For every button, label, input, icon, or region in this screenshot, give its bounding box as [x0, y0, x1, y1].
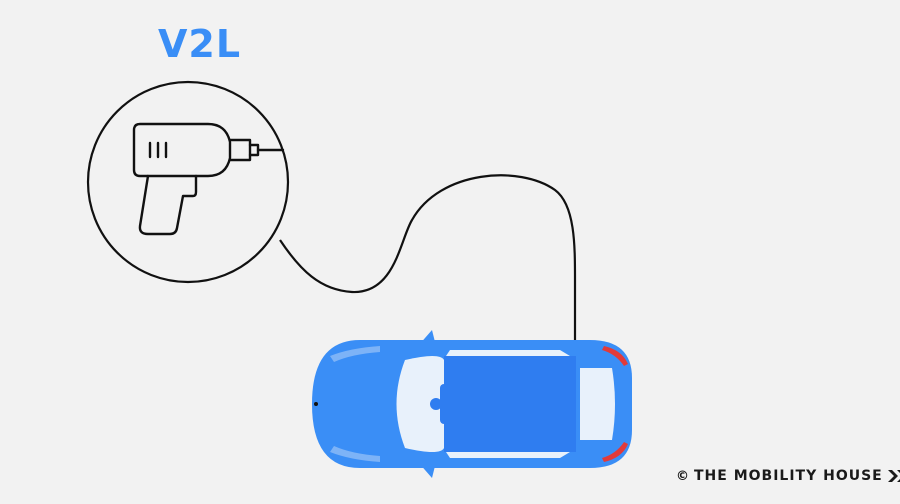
brand-name: THE MOBILITY HOUSE: [694, 468, 883, 484]
side-window-top: [446, 350, 570, 356]
copyright-symbol: ©: [676, 468, 690, 484]
charging-cable: [279, 174, 577, 342]
windshield: [396, 356, 444, 452]
chevrons-right-icon: [887, 470, 900, 482]
tail-light-bottom: [602, 442, 628, 462]
car-top-view-icon: [312, 330, 632, 478]
tail-light-top: [602, 346, 628, 366]
power-drill-icon: [132, 122, 285, 236]
car-roof: [444, 356, 576, 452]
brand-logo: © THE MOBILITY HOUSE: [676, 468, 900, 484]
side-window-bottom: [446, 452, 570, 458]
device-circle: [86, 80, 290, 284]
page-title: V2L: [158, 22, 242, 66]
rear-window: [580, 368, 615, 440]
